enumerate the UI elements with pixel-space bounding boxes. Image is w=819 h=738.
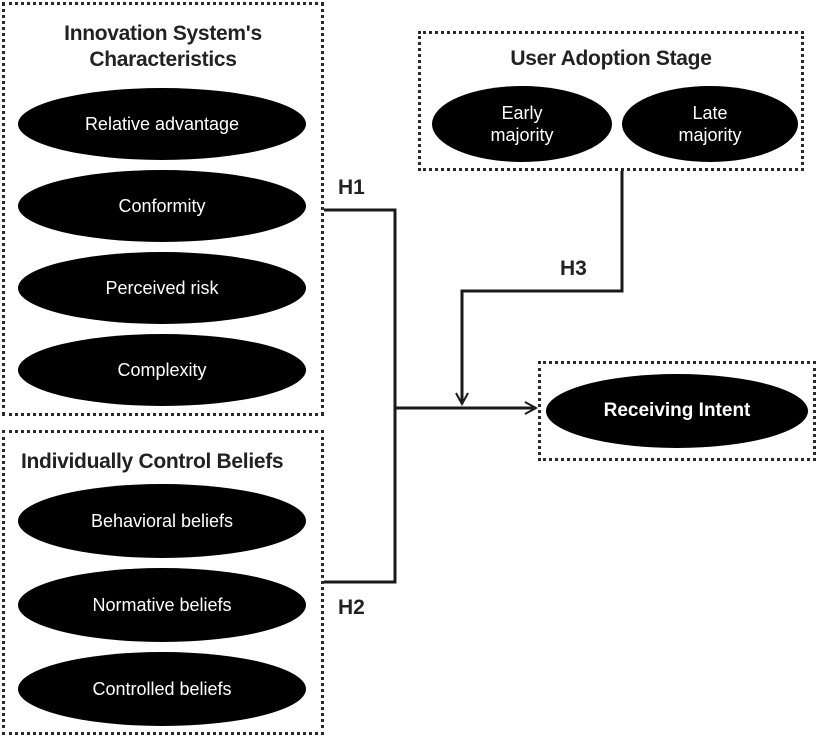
innovation-characteristics-group: Innovation System's Characteristics (2, 2, 324, 416)
node-label: Controlled beliefs (92, 679, 232, 699)
node-behavioral-beliefs: Behavioral beliefs (18, 484, 306, 558)
h2-connector (324, 408, 397, 584)
hypothesis-h1-label: H1 (338, 176, 365, 199)
hypothesis-h2-label: H2 (338, 596, 365, 619)
node-label: Late majority (678, 103, 742, 145)
receiving-intent-group (538, 361, 816, 461)
node-label: Early majority (490, 103, 554, 145)
node-perceived-risk: Perceived risk (18, 252, 306, 324)
node-early-majority: Early majority (432, 86, 612, 162)
node-relative-advantage: Relative advantage (18, 88, 306, 160)
beliefs-group-title: Individually Control Beliefs (21, 450, 284, 473)
hypothesis-h3-label: H3 (560, 257, 587, 280)
node-label: Behavioral beliefs (90, 511, 234, 531)
node-controlled-beliefs: Controlled beliefs (18, 652, 306, 726)
node-normative-beliefs: Normative beliefs (18, 568, 306, 642)
h3-connector (462, 171, 624, 404)
control-beliefs-group: Individually Control Beliefs (2, 430, 324, 735)
node-complexity: Complexity (18, 334, 306, 406)
node-label: Receiving Intent (603, 400, 751, 421)
h1-connector (324, 208, 397, 408)
node-label: Conformity (118, 196, 206, 216)
node-receiving-intent: Receiving Intent (546, 374, 808, 448)
node-late-majority: Late majority (622, 86, 798, 162)
node-conformity: Conformity (18, 170, 306, 242)
innovation-group-title: Innovation System's Characteristics (64, 22, 262, 71)
node-label: Normative beliefs (92, 595, 232, 615)
node-label: Complexity (117, 360, 207, 380)
node-label: Relative advantage (84, 114, 240, 134)
node-label: Perceived risk (105, 278, 219, 298)
adoption-group-title: User Adoption Stage (510, 47, 712, 70)
user-adoption-stage-group: User Adoption Stage (418, 31, 804, 171)
